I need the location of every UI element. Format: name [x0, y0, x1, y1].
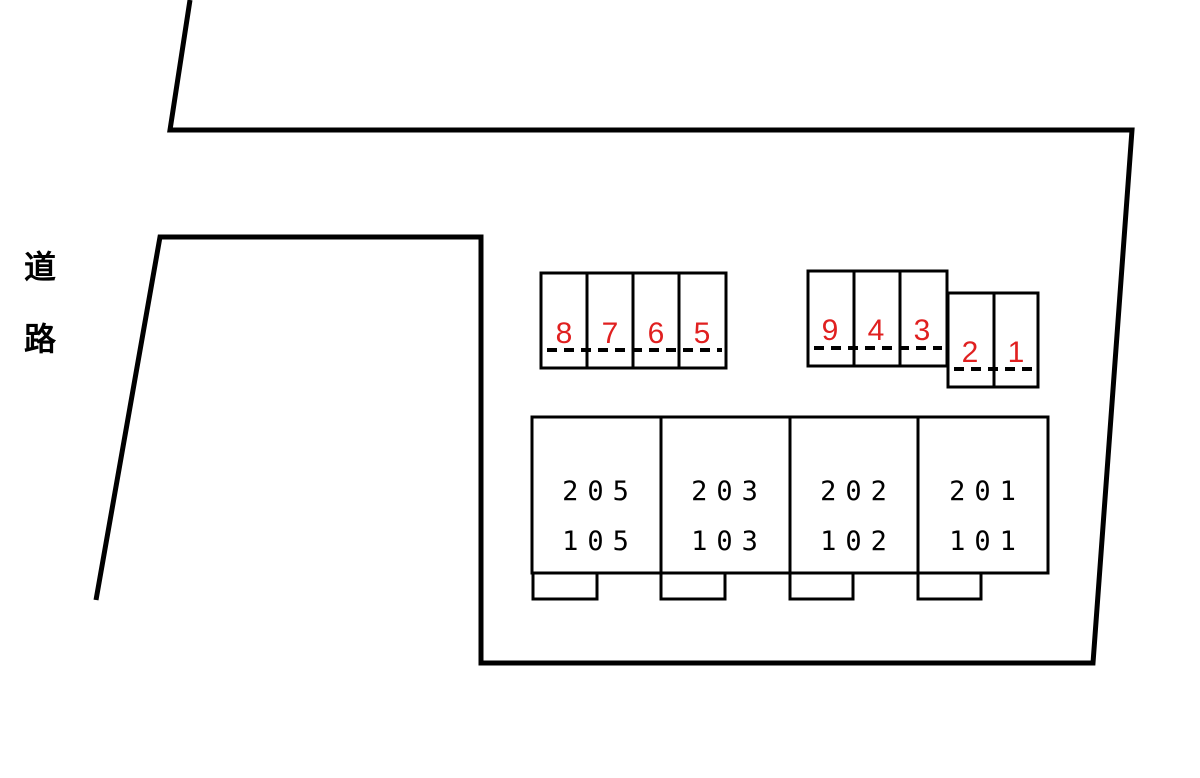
entrance-porch	[531, 571, 599, 601]
parking-space-2: 2	[962, 336, 979, 369]
parking-space-3: 3	[914, 314, 931, 347]
parking-space-7: 7	[602, 317, 619, 350]
unit-205: 205	[562, 476, 638, 507]
unit-labels: 205 105 203 103 202 102 201 101	[562, 476, 1025, 557]
parking-group-right-lower	[946, 291, 1040, 389]
unit-203: 203	[691, 476, 767, 507]
parking-space-1: 1	[1008, 336, 1025, 369]
unit-105: 105	[562, 526, 638, 557]
unit-103: 103	[691, 526, 767, 557]
unit-202: 202	[820, 476, 896, 507]
unit-201: 201	[949, 476, 1025, 507]
parking-numbers-right-upper: 9 4 3	[822, 314, 931, 347]
parking-numbers-right-lower: 2 1	[962, 336, 1025, 369]
parking-space-8: 8	[556, 317, 573, 350]
parking-space-6: 6	[648, 317, 665, 350]
building	[530, 415, 1050, 601]
entrance-porch	[788, 571, 855, 601]
road-label: 道 路	[24, 248, 57, 358]
upper-road-edge	[93, 0, 1135, 666]
parking-group-left	[539, 271, 728, 370]
road-label-char-2: 路	[24, 320, 57, 358]
road-label-char-1: 道	[24, 248, 56, 286]
parking-space-9: 9	[822, 314, 839, 347]
parking-numbers-left: 8 7 6 5	[556, 317, 711, 350]
property-boundary	[93, 0, 1135, 666]
parking-space-4: 4	[868, 314, 885, 347]
entrance-porch	[916, 571, 983, 601]
unit-101: 101	[949, 526, 1025, 557]
parking-space-5: 5	[694, 317, 711, 350]
entrance-porch	[659, 571, 727, 601]
unit-102: 102	[820, 526, 896, 557]
